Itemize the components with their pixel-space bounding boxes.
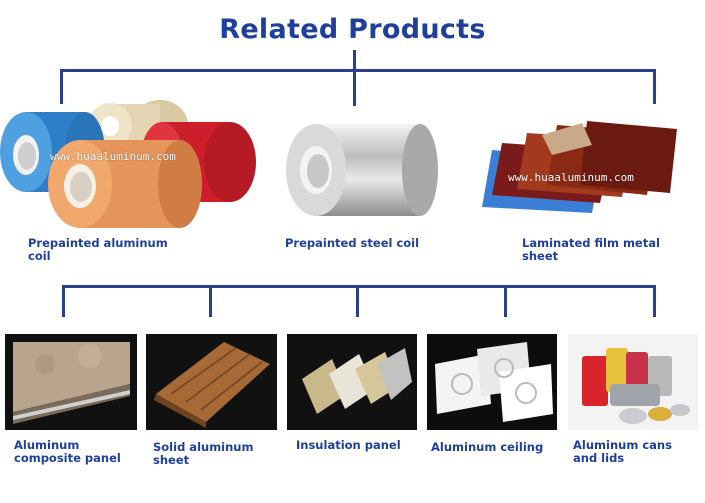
steel-coil-photo	[286, 124, 438, 216]
connector-bottom-3	[356, 285, 359, 317]
connector-bottom-1	[62, 285, 65, 317]
cans-lids-photo	[568, 334, 698, 430]
watermark-left: www.huaaluminum.com	[50, 150, 176, 163]
page-title: Related Products	[219, 14, 486, 45]
colored-coils-photo	[0, 100, 256, 228]
watermark-right: www.huaaluminum.com	[508, 171, 634, 184]
top-product-label-1: Prepainted aluminum coil	[28, 236, 168, 263]
top-product-label-3: Laminated film metal sheet	[522, 236, 660, 263]
composite-panel-photo	[5, 334, 137, 430]
connector-bottom-4	[504, 285, 507, 317]
bottom-product-label-5: Aluminum cans and lids	[573, 438, 672, 465]
connector-bottom-5	[653, 285, 656, 317]
wood-grain-sheet-photo	[146, 334, 277, 430]
connector-top-bar	[60, 69, 656, 72]
connector-top-right	[653, 69, 656, 104]
bottom-product-label-1: Aluminum composite panel	[14, 438, 121, 465]
top-product-label-2: Prepainted steel coil	[285, 236, 420, 250]
ceiling-tiles-photo	[427, 334, 557, 430]
laminated-sheets-photo	[482, 121, 677, 213]
connector-top-left	[60, 69, 63, 104]
connector-bottom-2	[209, 285, 212, 317]
bottom-product-label-2: Solid aluminum sheet	[153, 440, 254, 467]
bottom-product-label-3: Insulation panel	[296, 438, 401, 452]
bottom-product-label-4: Aluminum ceiling	[431, 440, 544, 454]
insulation-panel-photo	[287, 334, 417, 430]
connector-bottom-bar	[62, 285, 656, 288]
connector-top-stem	[353, 50, 356, 106]
